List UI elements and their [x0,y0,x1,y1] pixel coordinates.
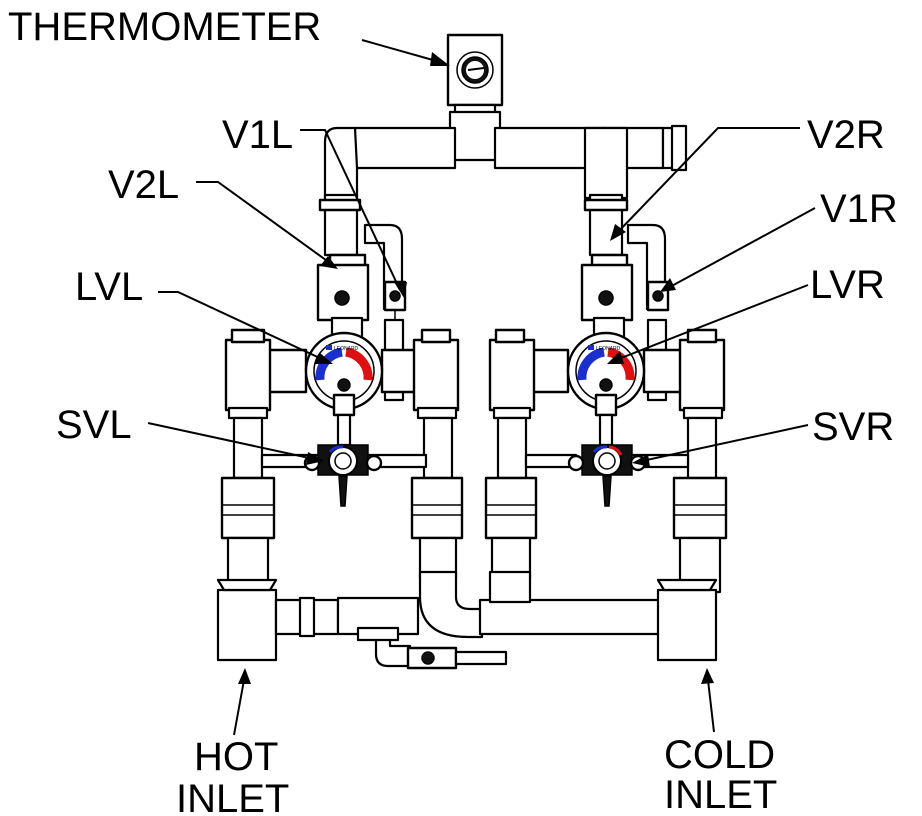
right-stop-valve [567,444,647,507]
label-svr-text: SVR [812,405,894,449]
label-cold-inlet: COLD INLET [664,668,777,816]
label-v1l: V1L [222,113,407,298]
valve-brand: LEONARD [334,346,359,352]
label-svr: SVR [632,405,894,467]
label-svl: SVL [56,403,324,465]
label-lvl: LVL [75,265,333,364]
top-manifold-pipe [323,110,688,200]
label-v1r-text: V1R [820,187,898,231]
label-hot-inlet-line2: INLET [176,777,289,816]
label-lvr-text: LVR [810,263,885,307]
label-v1r: V1R [660,187,898,292]
label-lvl-text: LVL [75,265,143,309]
label-v2l: V2L [108,163,338,269]
label-v1l-text: V1L [222,113,293,157]
valve-brand-right: LEONARD [596,346,621,352]
label-v2l-text: V2L [108,163,179,207]
thermometer [446,33,504,117]
label-thermometer-text: THERMOMETER [8,5,321,49]
label-v2r: V2R [610,113,885,241]
label-hot-inlet: HOT INLET [176,668,289,816]
label-svl-text: SVL [56,403,132,447]
label-cold-inlet-line2: INLET [664,773,777,816]
label-thermometer: THERMOMETER [8,5,450,66]
bottom-manifold [216,570,718,670]
label-lvr: LVR [607,263,885,364]
label-cold-inlet-line1: COLD [664,733,775,777]
left-stop-valve [303,444,383,507]
label-hot-inlet-line1: HOT [194,735,278,779]
left-outer-column [220,328,276,594]
label-v2r-text: V2R [807,113,885,157]
